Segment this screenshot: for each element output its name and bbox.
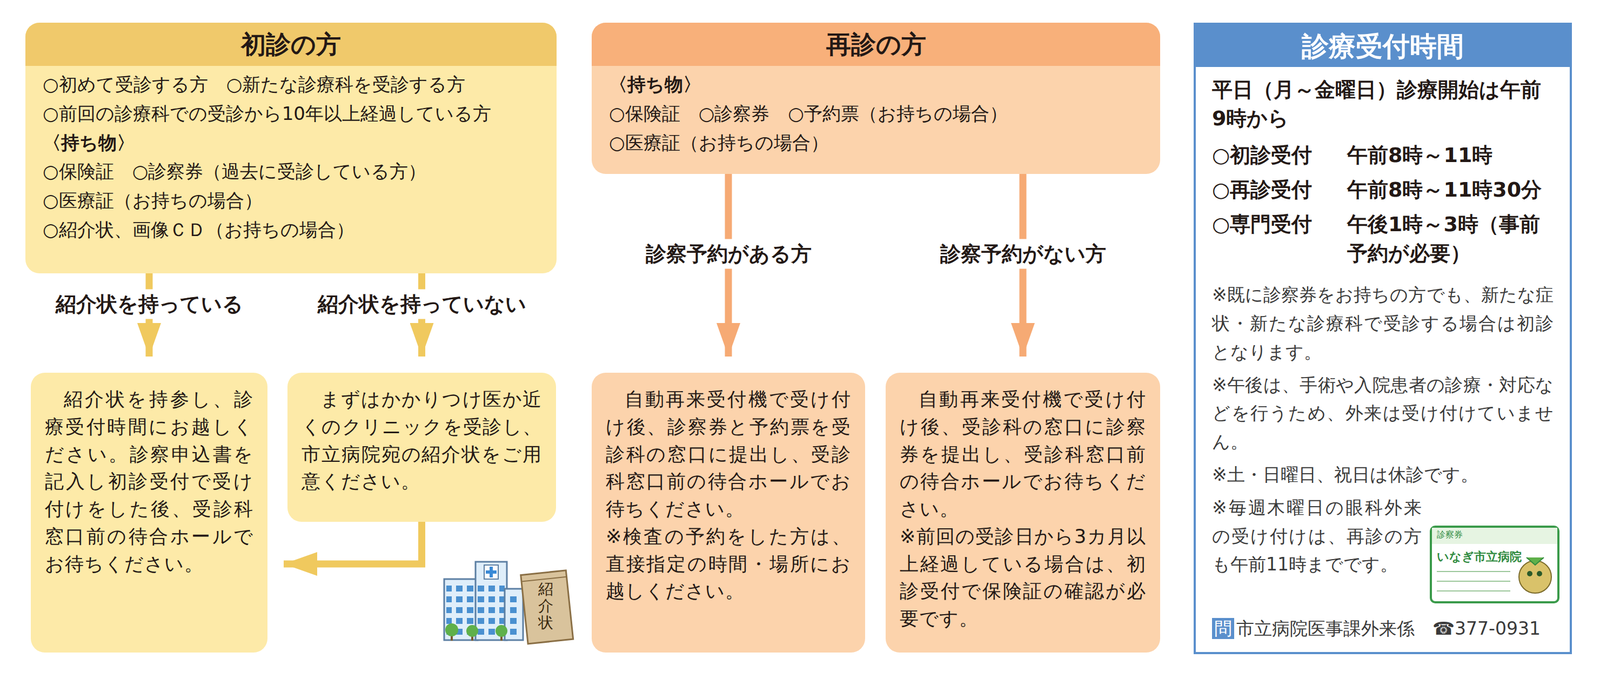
node-text: 問	[1212, 618, 1235, 640]
node-text: 午前8時～11時	[1347, 141, 1554, 171]
node-text: 紹介状を持参し、診療受付時間にお越しください。診察申込書を記入し初診受付で受け付…	[44, 388, 254, 575]
node-text: ○診察券	[698, 102, 771, 125]
node-text: ○保険証	[42, 160, 115, 183]
node-text: ※土・日曜日、祝日は休診です。	[1212, 464, 1479, 486]
node-text: ○予約票（お持ちの場合）	[787, 102, 1008, 125]
text-row: ※検査の予約をした方は、直接指定の時間・場所にお越しください。	[605, 523, 852, 606]
flow-arrow	[1019, 173, 1027, 357]
edge-label: 紹介状を持っている	[51, 289, 248, 320]
node-text: ○再診受付	[1212, 175, 1348, 205]
node-text: 午前8時～11時30分	[1347, 175, 1554, 205]
text-row: ○保険証 ○診察券（過去に受診している方）	[25, 157, 557, 187]
envelope-label: 紹介状	[538, 581, 554, 632]
flow-arrow	[283, 521, 423, 565]
text-row: ○前回の診療科での受診から10年以上経過している方	[25, 99, 557, 129]
text-row: 〈持ち物〉	[591, 70, 1161, 100]
text-row: まずはかかりつけ医か近くのクリニックを受診し、市立病院宛の紹介状をご用意ください…	[301, 385, 542, 496]
text-row: 問市立病院医事課外来係 ☎377-0931	[1195, 607, 1570, 653]
node-text: ☎377-0931	[1432, 618, 1541, 640]
edge-label: 診察予約がない方	[935, 239, 1111, 270]
node-text: 市立病院医事課外来係	[1236, 618, 1415, 640]
text-row: 〈持ち物〉	[25, 128, 557, 158]
text-row: 紹介状を持参し、診療受付時間にお越しください。診察申込書を記入し初診受付で受け付…	[44, 385, 254, 578]
text-row: 診療受付時間	[1195, 24, 1570, 68]
card-drawing	[1429, 525, 1561, 605]
node-text: ※検査の予約をした方は、直接指定の時間・場所にお越しください。	[605, 525, 852, 603]
flow-arrow	[145, 273, 153, 357]
node-text: 午後1時～3時（事前予約が必要）	[1347, 210, 1554, 269]
node-text: まずはかかりつけ医か近くのクリニックを受診し、市立病院宛の紹介状をご用意ください…	[301, 388, 542, 493]
node-text: ○初めて受診する方	[42, 73, 209, 96]
text-row: ※午後は、手術や入院患者の診療・対応などを行うため、外来は受け付けていません。	[1195, 371, 1570, 457]
node-text: 自動再来受付機で受け付け後、受診科の窓口に診察券を提出し、受診科窓口前の待合ホー…	[899, 388, 1147, 520]
text-row: 自動再来受付機で受け付け後、受診科の窓口に診察券を提出し、受診科窓口前の待合ホー…	[899, 385, 1147, 524]
text-row: ※毎週木曜日の眼科外来の受け付けは、再診の方も午前11時までです。	[1195, 493, 1570, 608]
edge-label: 診察予約がある方	[641, 239, 816, 270]
float-spacer	[1427, 524, 1563, 606]
node-text: 〈持ち物〉	[42, 131, 136, 154]
text-row: ○再診受付午前8時～11時30分	[1195, 175, 1570, 205]
instruction-box: まずはかかりつけ医か近くのクリニックを受診し、市立病院宛の紹介状をご用意ください…	[287, 372, 557, 522]
node-text: 自動再来受付機で受け付け後、診察券と予約票を受診科の窓口に提出し、受診科窓口前の…	[605, 388, 852, 520]
hospital-illustration	[444, 561, 524, 641]
node-text: 平日（月～金曜日）診療開始は午前9時から	[1212, 77, 1542, 131]
text-row: ○紹介状、画像ＣＤ（お持ちの場合）	[25, 215, 557, 252]
instruction-box: 自動再来受付機で受け付け後、診察券と予約票を受診科の窓口に提出し、受診科窓口前の…	[591, 372, 866, 653]
flow-arrow	[725, 173, 733, 357]
instruction-box: 紹介状を持参し、診療受付時間にお越しください。診察申込書を記入し初診受付で受け付…	[30, 372, 268, 653]
text-row: ○初めて受診する方 ○新たな診療科を受診する方	[25, 70, 557, 100]
flow-arrow	[418, 273, 426, 357]
node-text: ○診察券（過去に受診している方）	[132, 160, 427, 183]
instruction-box: 自動再来受付機で受け付け後、受診科の窓口に診察券を提出し、受診科窓口前の待合ホー…	[885, 372, 1161, 653]
text-row: ○初診受付午前8時～11時	[1195, 141, 1570, 171]
text-row: 再診の方	[591, 22, 1161, 66]
text-row: ○保険証 ○診察券 ○予約票（お持ちの場合）	[591, 99, 1161, 129]
node-text: ※午後は、手術や入院患者の診療・対応などを行うため、外来は受け付けていません。	[1212, 374, 1554, 453]
node-text: ※前回の受診日から3カ月以上経過している場合は、初診受付で保険証の確認が必要です…	[899, 525, 1147, 630]
panel-heading: 再診の方	[826, 29, 927, 59]
text-row: ※既に診察券をお持ちの方でも、新たな症状・新たな診療科で受診する場合は初診となり…	[1195, 280, 1570, 367]
patient-card-illustration: いなぎ市立病院 診察券	[1429, 525, 1561, 605]
text-row: 平日（月～金曜日）診療開始は午前9時から	[1195, 67, 1570, 139]
edge-label: 紹介状を持っていない	[313, 289, 531, 320]
node-text: ○専門受付	[1212, 210, 1348, 269]
return-visit-panel: 再診の方〈持ち物〉 ○保険証 ○診察券 ○予約票（お持ちの場合） ○医療証（お持ちの場合…	[591, 22, 1161, 174]
card-title: 診察券	[1436, 529, 1463, 541]
hours-panel: 診療受付時間平日（月～金曜日）診療開始は午前9時から○初診受付午前8時～11時○…	[1193, 22, 1572, 655]
text-row: ※前回の受診日から3カ月以上経過している場合は、初診受付で保険証の確認が必要です…	[899, 523, 1147, 633]
node-text: ○紹介状、画像ＣＤ（お持ちの場合）	[42, 218, 355, 241]
envelope-illustration	[520, 570, 574, 645]
node-text: ○医療証（お持ちの場合）	[42, 189, 263, 212]
text-row: 初診の方	[25, 22, 557, 66]
node-text: ○前回の診療科での受診から10年以上経過している方	[42, 102, 492, 125]
panel-heading: 初診の方	[240, 29, 341, 59]
node-text: ○保険証	[608, 102, 681, 125]
text-row: ○専門受付午後1時～3時（事前予約が必要）	[1195, 210, 1570, 269]
first-visit-panel: 初診の方 ○初めて受診する方 ○新たな診療科を受診する方 ○前回の診療科での受診から1…	[25, 22, 557, 274]
text-row: ※土・日曜日、祝日は休診です。	[1195, 460, 1570, 490]
node-text: ○新たな診療科を受診する方	[226, 73, 466, 96]
node-text: ※既に診察券をお持ちの方でも、新たな症状・新たな診療科で受診する場合は初診となり…	[1212, 284, 1554, 363]
node-text: 〈持ち物〉	[608, 73, 702, 96]
node-text: ○医療証（お持ちの場合）	[608, 131, 829, 154]
panel-heading: 診療受付時間	[1301, 30, 1464, 63]
text-row: ○医療証（お持ちの場合）	[25, 186, 557, 216]
text-row: 自動再来受付機で受け付け後、診察券と予約票を受診科の窓口に提出し、受診科窓口前の…	[605, 385, 852, 524]
card-hospital-name: いなぎ市立病院	[1436, 549, 1522, 566]
node-text: ○初診受付	[1212, 141, 1348, 171]
node-text: ※毎週木曜日の眼科外来の受け付けは、再診の方も午前11時までです。	[1212, 497, 1422, 576]
text-row: ○医療証（お持ちの場合）	[591, 128, 1161, 165]
